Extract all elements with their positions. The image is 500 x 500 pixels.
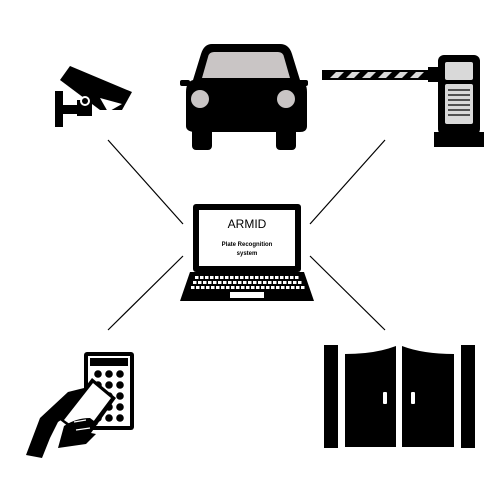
keyboard-key xyxy=(241,286,245,289)
keyboard-key xyxy=(215,276,219,279)
keyboard-key xyxy=(280,276,284,279)
connector-camera xyxy=(107,139,184,225)
keypad-button xyxy=(116,414,124,422)
connector-barrier xyxy=(309,139,386,225)
keyboard-key xyxy=(266,286,270,289)
keyboard-key xyxy=(271,286,275,289)
keyboard-key xyxy=(276,286,280,289)
keyboard-key xyxy=(201,286,205,289)
keypad-button xyxy=(116,370,124,378)
keyboard-key xyxy=(223,281,227,284)
keyboard-key xyxy=(208,281,212,284)
keyboard-key xyxy=(298,281,302,284)
keyboard-key xyxy=(195,276,199,279)
keyboard-key xyxy=(253,281,257,284)
keyboard-key xyxy=(286,286,290,289)
laptop-subtitle-line1: Plate Recognition xyxy=(222,242,273,248)
keyboard-key xyxy=(248,281,252,284)
keyboard-key xyxy=(290,276,294,279)
keyboard-key xyxy=(238,281,242,284)
keyboard-key xyxy=(251,286,255,289)
keyboard-key xyxy=(273,281,277,284)
connector-gate xyxy=(309,255,386,331)
keyboard-key xyxy=(293,281,297,284)
keyboard-key xyxy=(261,286,265,289)
keyboard-key xyxy=(301,286,305,289)
keyboard-key xyxy=(213,281,217,284)
keyboard-key xyxy=(211,286,215,289)
keyboard-key xyxy=(233,281,237,284)
laptop-title: ARMID xyxy=(228,217,267,231)
keyboard-key xyxy=(245,276,249,279)
keyboard-key xyxy=(278,281,282,284)
keyboard-key xyxy=(295,276,299,279)
keyboard-key xyxy=(246,286,250,289)
keyboard-key xyxy=(226,286,230,289)
card-keypad-icon xyxy=(26,352,134,458)
laptop-subtitle-line2: system xyxy=(237,251,258,257)
laptop-icon: ARMID Plate Recognition system xyxy=(180,204,314,301)
keyboard-key xyxy=(225,276,229,279)
keyboard-key xyxy=(296,286,300,289)
keyboard-key xyxy=(206,286,210,289)
keyboard-key xyxy=(275,276,279,279)
keypad-button xyxy=(116,392,124,400)
connector-lines xyxy=(107,139,386,331)
parking-barrier-icon xyxy=(322,55,484,147)
keyboard-key xyxy=(220,276,224,279)
laptop-screen xyxy=(199,210,295,266)
keyboard-key xyxy=(288,281,292,284)
keyboard-key xyxy=(258,281,262,284)
keyboard-key xyxy=(283,281,287,284)
gate-icon xyxy=(324,345,475,448)
keyboard-key xyxy=(221,286,225,289)
connector-keypad xyxy=(107,255,184,331)
keyboard-key xyxy=(236,286,240,289)
keyboard-key xyxy=(256,286,260,289)
laptop-keyboard xyxy=(191,276,305,289)
car-icon xyxy=(180,44,308,150)
keyboard-key xyxy=(270,276,274,279)
keyboard-key xyxy=(218,281,222,284)
keyboard-key xyxy=(260,276,264,279)
cctv-camera-icon xyxy=(55,66,132,127)
keyboard-key xyxy=(281,286,285,289)
keyboard-key xyxy=(235,276,239,279)
keyboard-key xyxy=(228,281,232,284)
keypad-button xyxy=(116,381,124,389)
keyboard-key xyxy=(243,281,247,284)
keyboard-key xyxy=(268,281,272,284)
keyboard-key xyxy=(198,281,202,284)
keyboard-key xyxy=(240,276,244,279)
keypad-button xyxy=(105,381,113,389)
keyboard-key xyxy=(205,276,209,279)
keyboard-key xyxy=(291,286,295,289)
keyboard-key xyxy=(250,276,254,279)
keyboard-key xyxy=(210,276,214,279)
keyboard-key xyxy=(203,281,207,284)
keyboard-key xyxy=(265,276,269,279)
keyboard-key xyxy=(216,286,220,289)
keyboard-key xyxy=(263,281,267,284)
keyboard-key xyxy=(255,276,259,279)
keypad-button xyxy=(116,403,124,411)
keyboard-key xyxy=(285,276,289,279)
keyboard-key xyxy=(191,286,195,289)
keypad-button xyxy=(105,370,113,378)
keyboard-key xyxy=(231,286,235,289)
keyboard-key xyxy=(200,276,204,279)
keyboard-key xyxy=(196,286,200,289)
keyboard-key xyxy=(193,281,197,284)
keypad-button xyxy=(105,414,113,422)
keyboard-key xyxy=(230,276,234,279)
keypad-button xyxy=(94,370,102,378)
